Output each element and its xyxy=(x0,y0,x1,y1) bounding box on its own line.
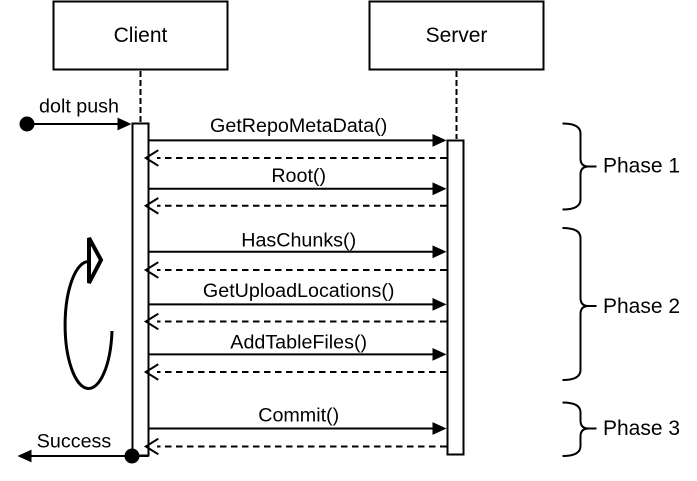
svg-text:HasChunks(): HasChunks() xyxy=(241,230,356,252)
svg-text:AddTableFiles(): AddTableFiles() xyxy=(230,332,367,354)
svg-text:Phase 3: Phase 3 xyxy=(603,417,680,440)
svg-text:dolt push: dolt push xyxy=(39,96,119,118)
svg-text:GetRepoMetaData(): GetRepoMetaData() xyxy=(210,115,387,137)
svg-text:Success: Success xyxy=(37,431,112,453)
svg-text:Phase 2: Phase 2 xyxy=(603,295,680,318)
svg-text:Commit(): Commit() xyxy=(258,405,339,427)
svg-text:Client: Client xyxy=(114,24,168,47)
svg-text:Phase 1: Phase 1 xyxy=(603,155,680,178)
svg-text:Root(): Root() xyxy=(271,165,326,187)
svg-text:Server: Server xyxy=(426,24,488,47)
svg-text:GetUploadLocations(): GetUploadLocations() xyxy=(203,280,395,302)
